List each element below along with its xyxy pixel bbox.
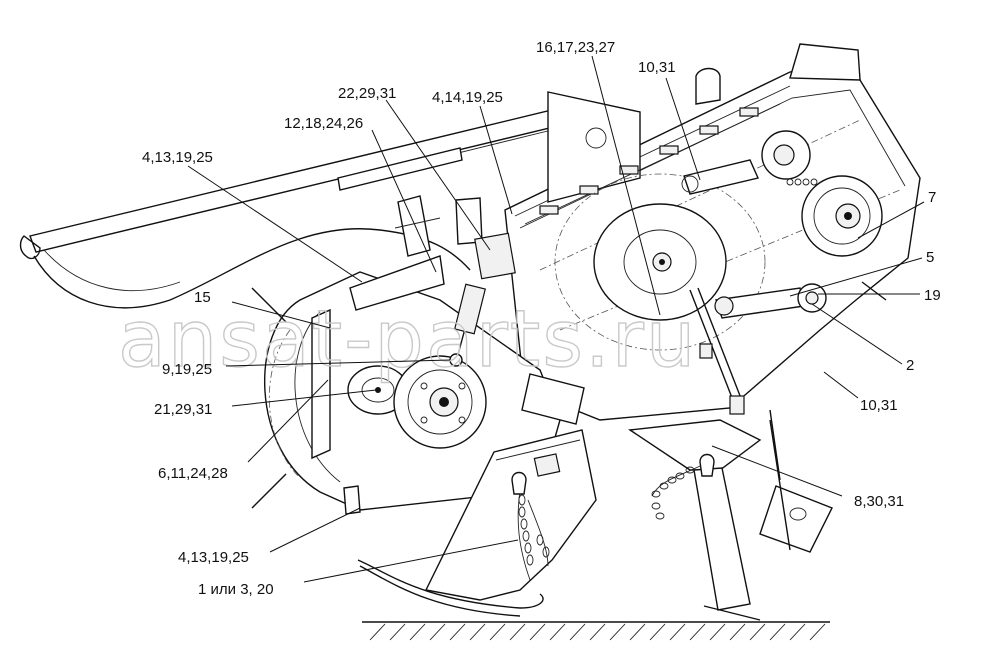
callout-16-17-23-27: 16,17,23,27 bbox=[536, 39, 615, 56]
watermark: ansat-parts.ru bbox=[118, 295, 697, 385]
callout-10-31-top: 10,31 bbox=[638, 59, 676, 76]
callout-8-30-31: 8,30,31 bbox=[854, 493, 904, 510]
callout-4-14-19-25: 4,14,19,25 bbox=[432, 89, 503, 106]
callout-4-13-19-25-bottom: 4,13,19,25 bbox=[178, 549, 249, 566]
skid-left bbox=[357, 373, 597, 617]
callout-2: 2 bbox=[906, 357, 914, 374]
callout-1-or-3-20: 1 или 3, 20 bbox=[198, 581, 274, 598]
main-pulley bbox=[554, 173, 766, 351]
callout-19: 19 bbox=[924, 287, 941, 304]
ground-line bbox=[362, 621, 830, 641]
callout-21-29-31: 21,29,31 bbox=[154, 401, 212, 418]
chain-right bbox=[651, 453, 715, 520]
chain-left bbox=[511, 471, 550, 581]
callout-4-13-19-25-top: 4,13,19,25 bbox=[142, 149, 213, 166]
tensioner-top bbox=[681, 130, 818, 195]
tensioner-lower bbox=[689, 283, 827, 415]
callout-15: 15 bbox=[194, 289, 211, 306]
callout-12-18-24-26: 12,18,24,26 bbox=[284, 115, 363, 132]
skid-right bbox=[628, 409, 833, 621]
callout-22-29-31: 22,29,31 bbox=[338, 85, 396, 102]
callout-6-11-24-28: 6,11,24,28 bbox=[158, 465, 228, 482]
callout-9-19-25: 9,19,25 bbox=[162, 361, 212, 378]
leader-lines bbox=[187, 55, 925, 583]
callout-5: 5 bbox=[926, 249, 934, 266]
rear-panel bbox=[394, 195, 441, 257]
hinge-row bbox=[524, 103, 781, 225]
diagonal-rods bbox=[251, 281, 887, 551]
callout-7: 7 bbox=[928, 189, 936, 206]
right-wheel bbox=[801, 175, 883, 257]
callout-10-31-bottom: 10,31 bbox=[860, 397, 898, 414]
drive-wheel bbox=[393, 355, 487, 449]
callout-labels: 16,17,23,27 10,31 22,29,31 4,14,19,25 12… bbox=[142, 39, 941, 598]
